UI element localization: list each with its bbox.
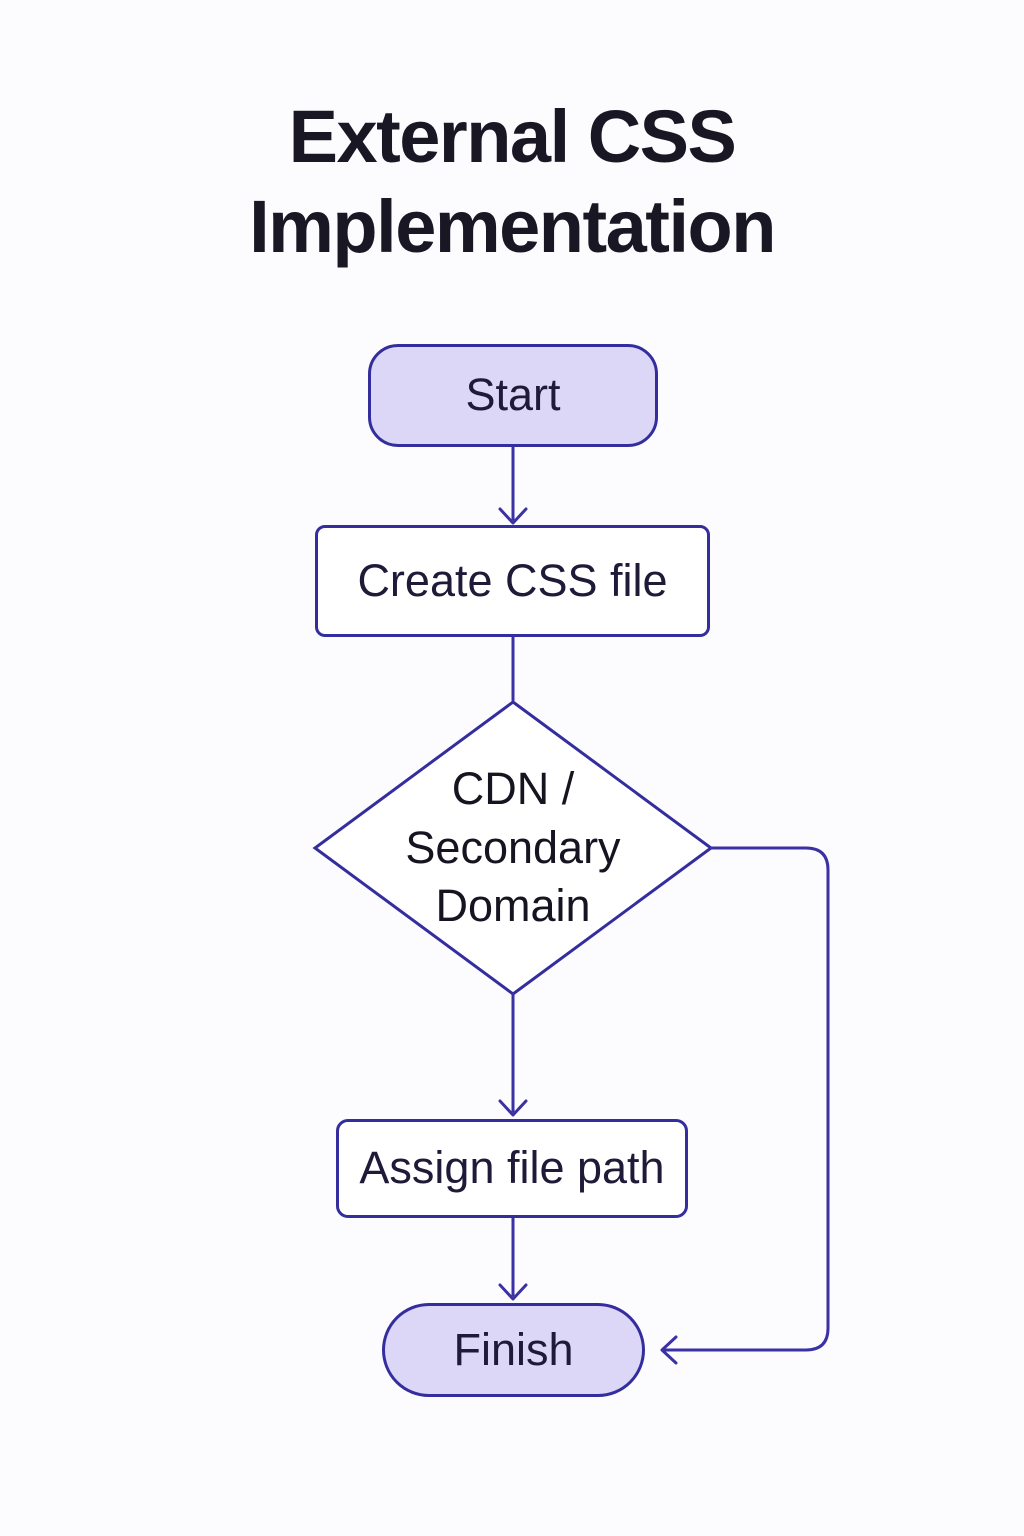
node-finish-label: Finish (453, 1323, 574, 1375)
arrowhead-into-finish-top (498, 1283, 528, 1301)
arrowhead-into-assign (498, 1099, 528, 1117)
node-start: Start (368, 344, 658, 447)
node-create-css-file-label: Create CSS file (357, 554, 668, 606)
edge-decision-bypass-to-finish (661, 846, 830, 1352)
node-assign-file-path: Assign file path (336, 1119, 688, 1218)
node-create-css-file: Create CSS file (315, 525, 710, 637)
node-cdn-secondary-domain: CDN / Secondary Domain (386, 762, 640, 934)
node-finish: Finish (382, 1303, 645, 1397)
arrowhead-into-create (498, 507, 528, 525)
node-assign-file-path-label: Assign file path (359, 1142, 665, 1194)
node-start-label: Start (465, 369, 561, 421)
arrowhead-into-finish-right (660, 1335, 678, 1365)
node-cdn-secondary-domain-label: CDN / Secondary Domain (405, 763, 621, 932)
diagram-title: External CSS Implementation (249, 95, 776, 269)
